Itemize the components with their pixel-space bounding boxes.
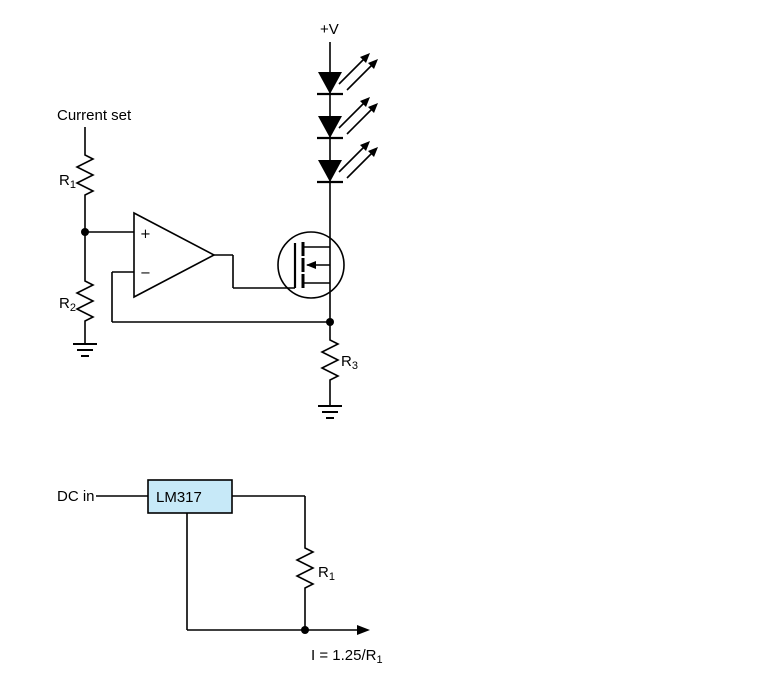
lm317-box: [147, 479, 233, 514]
lm317-label: LM317: [156, 489, 202, 506]
mosfet-symbol: [277, 231, 345, 299]
resistor-r1-bottom-label: R1: [318, 564, 335, 583]
led-emission-arrowhead: [360, 53, 370, 63]
resistor-r2: [75, 278, 95, 324]
led-emission-arrow: [346, 64, 373, 91]
led-emission-arrowhead: [368, 59, 378, 69]
led-emission-arrow: [338, 102, 365, 129]
led-emission-arrowhead: [368, 147, 378, 157]
resistor-r1: [75, 152, 95, 198]
led-triangle: [318, 160, 342, 182]
output-current-formula: I = 1.25/R1: [311, 647, 383, 666]
led-triangle: [318, 116, 342, 138]
led-1-symbol: [317, 53, 378, 96]
led-emission-arrow: [338, 146, 365, 173]
supply-voltage-label: +V: [320, 21, 339, 38]
resistor-r1-bottom: [295, 545, 315, 591]
led-2-symbol: [317, 97, 378, 140]
dc-in-label: DC in: [57, 488, 95, 505]
opamp-symbol: [133, 211, 216, 299]
led-emission-arrow: [346, 108, 373, 135]
led-triangle: [318, 72, 342, 94]
bottom-circuit: DC in LM317 R1 I = 1.25/R1: [57, 479, 383, 666]
resistor-r2-label: R2: [59, 295, 76, 314]
current-set-label: Current set: [57, 107, 132, 124]
resistor-r1-label: R1: [59, 172, 76, 191]
led-emission-arrowhead: [360, 141, 370, 151]
top-circuit: +V: [57, 21, 378, 419]
mosfet-body-arrowhead: [306, 261, 316, 269]
opamp-noninverting-sign: +: [140, 227, 151, 242]
opamp-inverting-sign: −: [140, 266, 151, 281]
led-emission-arrowhead: [360, 97, 370, 107]
ground-symbol: [73, 343, 97, 357]
ground-symbol: [318, 405, 342, 419]
schematic: +V: [57, 21, 383, 666]
led-emission-arrowhead: [368, 103, 378, 113]
mosfet-body-circle: [277, 231, 345, 299]
output-node-dot: [301, 626, 309, 634]
led-emission-arrow: [338, 58, 365, 85]
output-arrowhead: [357, 625, 370, 635]
led-emission-arrow: [346, 152, 373, 179]
resistor-r3-label: R3: [341, 353, 358, 372]
led-3-symbol: [317, 141, 378, 184]
resistor-r3: [320, 337, 340, 383]
